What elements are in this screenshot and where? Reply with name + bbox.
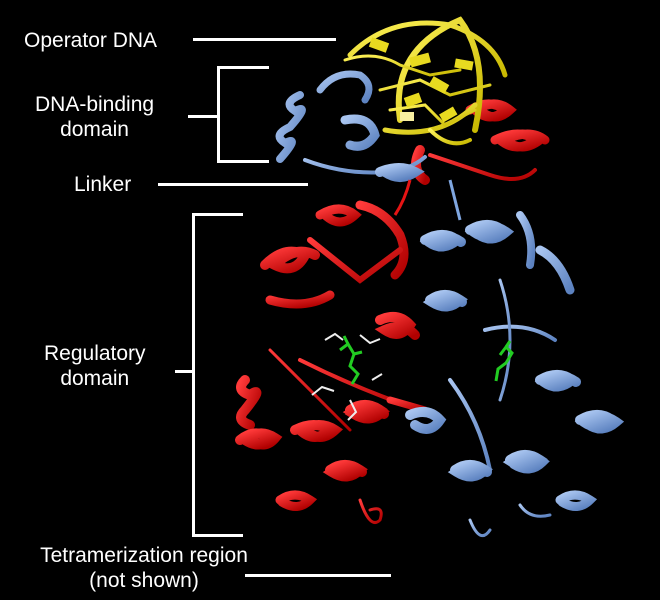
regulatory-domain-label: Regulatory domain (44, 341, 146, 391)
linker-leader-line (158, 183, 308, 186)
regulatory-bracket-spine (192, 213, 195, 537)
linker-chain-a (393, 179, 412, 216)
ligand-chain-b (494, 340, 514, 382)
dna-binding-bracket-top (217, 66, 269, 69)
dna-binding-domain-label-line2: domain (60, 118, 129, 141)
dna-binding-bracket-spine (217, 66, 220, 163)
regulatory-bracket-top (192, 213, 243, 216)
operator-dna-label: Operator DNA (24, 29, 158, 52)
dna-binding-domain-label-line1: DNA-binding (35, 93, 155, 116)
tetramerization-label-line2: (not shown) (89, 569, 199, 592)
tetramerization-label-line1: Tetramerization region (40, 544, 248, 567)
regulatory-bracket-tick (175, 370, 193, 373)
side-chains (311, 332, 383, 421)
ligand-chain-a (339, 335, 363, 385)
dna-binding-domain-chain-b (275, 70, 427, 182)
linker-chain-b (448, 179, 462, 221)
regulatory-domain-label-line2: domain (60, 367, 130, 390)
dna-base-plates (368, 37, 474, 123)
dna-binding-domain-label: DNA-binding domain (35, 92, 154, 142)
regulatory-bracket-bottom (192, 534, 243, 537)
dna-binding-bracket-bottom (217, 160, 269, 163)
dna-binding-bracket-tick (188, 115, 218, 118)
regulatory-domain-chain-a (235, 200, 429, 524)
tetramerization-region-label: Tetramerization region (not shown) (10, 543, 278, 593)
linker-label: Linker (74, 173, 132, 196)
operator-dna-leader-line (193, 38, 336, 41)
regulatory-domain-label-line1: Regulatory (44, 342, 146, 365)
regulatory-domain-chain-b (405, 211, 625, 538)
tetramerization-leader-line (245, 574, 391, 577)
